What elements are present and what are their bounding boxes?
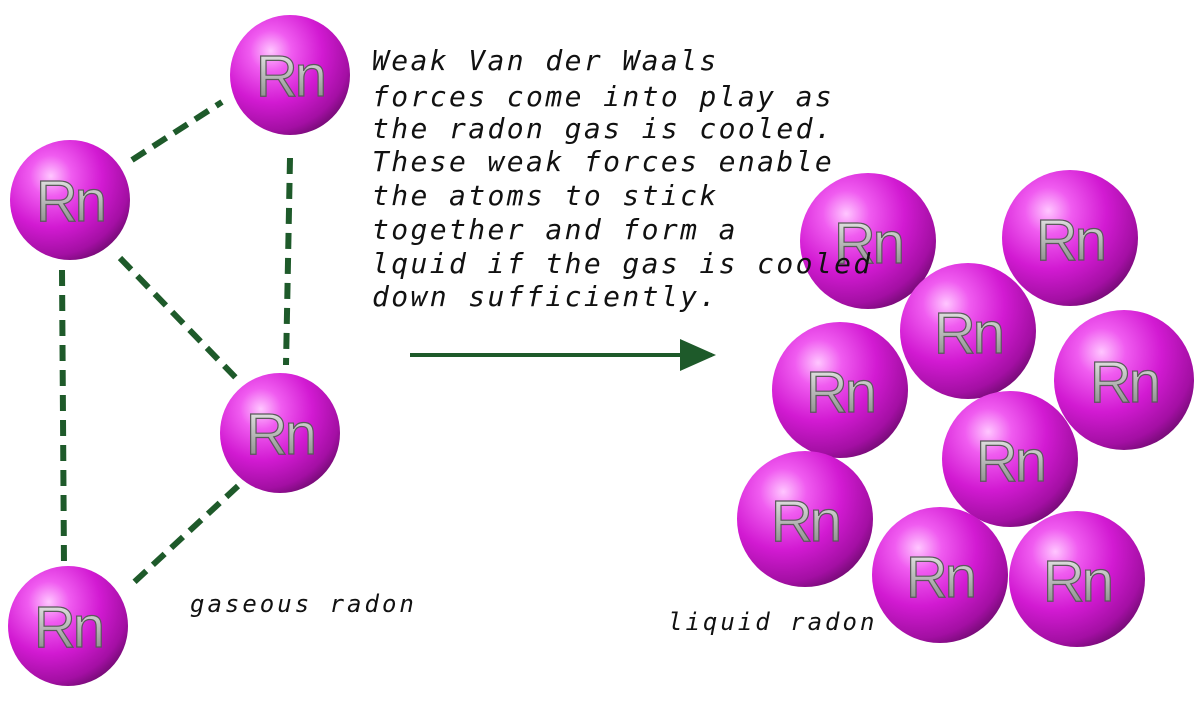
liquid-atom-4: Rn [1054,310,1194,450]
bond-left-to-middle [117,255,239,381]
explanation-text: Weak Van der Waals forces come into play… [372,44,873,313]
explanation-line-2: forces come into play as [372,80,834,113]
liquid-atom-9: Rn [1009,511,1145,647]
bond-left-to-top-right [130,99,224,163]
explanation-line-3: the radon gas is cooled. [372,112,834,145]
atom-symbol: Rn [771,489,839,554]
gas-bonds [59,99,293,589]
atom-symbol: Rn [246,402,314,467]
explanation-line-1: Weak Van der Waals [372,44,719,77]
atom-symbol: Rn [834,211,902,276]
liquid-atom-6: Rn [737,451,873,587]
bond-top-right-to-middle [283,157,293,366]
liquid-atoms: Rn Rn Rn Rn Rn Rn Rn Rn [737,170,1194,647]
explanation-line-5: the atoms to stick [372,179,719,212]
liquid-radon-caption: liquid radon [668,608,877,636]
gas-atom-top-right: Rn [230,15,350,135]
atom-symbol: Rn [34,595,102,660]
liquid-atom-8: Rn [872,507,1008,643]
atom-symbol: Rn [806,360,874,425]
atom-symbol: Rn [934,301,1002,366]
gaseous-radon-caption: gaseous radon [190,590,417,618]
explanation-line-8: down sufficiently. [372,280,719,313]
atom-symbol: Rn [906,545,974,610]
explanation-line-6: together and form a [372,213,738,246]
gas-atoms: Rn Rn Rn Rn [8,15,350,686]
gas-atom-middle: Rn [220,373,340,493]
atom-symbol: Rn [1043,549,1111,614]
atom-symbol: Rn [1036,208,1104,273]
liquid-atom-1: Rn [800,173,936,309]
liquid-atom-3: Rn [772,322,908,458]
liquid-atom-5: Rn [900,263,1036,399]
atom-symbol: Rn [976,429,1044,494]
liquid-atom-7: Rn [942,391,1078,527]
liquid-atom-2: Rn [1002,170,1138,306]
bond-left-to-bottom-left [59,269,67,567]
atom-symbol: Rn [36,169,104,234]
gas-atom-bottom-left: Rn [8,566,128,686]
atom-symbol: Rn [256,44,324,109]
atom-symbol: Rn [1090,350,1158,415]
explanation-line-7: lquid if the gas is cooled [372,247,873,280]
gas-atom-left: Rn [10,140,130,260]
explanation-line-4: These weak forces enable [372,145,834,178]
bond-middle-to-bottom-left [127,483,241,589]
